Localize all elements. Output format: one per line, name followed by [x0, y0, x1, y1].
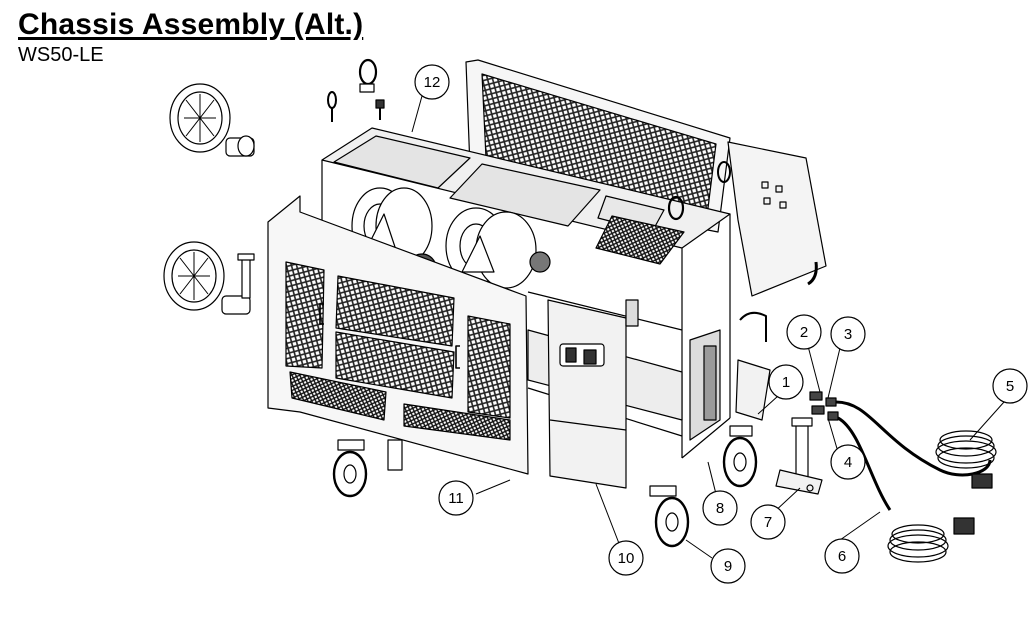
callout-label: 12 [424, 74, 441, 91]
callout-circle [786, 314, 822, 350]
callout-label: 11 [448, 490, 464, 507]
model-subtitle: WS50-LE [18, 44, 104, 66]
callout-circle [750, 504, 786, 540]
caster-front-right [649, 485, 690, 548]
callout-label: 9 [724, 558, 732, 575]
callout-circle [414, 64, 450, 100]
callout-circle [824, 538, 860, 574]
callout-circle [768, 364, 804, 400]
callout-label: 7 [764, 514, 772, 531]
callout-1: 1 [768, 364, 804, 400]
callout-circle [830, 316, 866, 352]
callout-label: 10 [618, 550, 635, 567]
cable-connectors [809, 391, 839, 421]
callout-label: 2 [800, 324, 808, 341]
caster-rear-right [722, 425, 758, 488]
callout-10: 10 [608, 540, 644, 576]
callout-circle [438, 480, 474, 516]
left-wheel-upper [169, 83, 255, 157]
coiled-cable-upper [835, 400, 997, 489]
leader-lines [411, 95, 1005, 559]
front-door-panel [547, 299, 639, 489]
callout-11: 11 [438, 480, 474, 516]
callout-7: 7 [750, 504, 786, 540]
callout-label: 8 [716, 500, 724, 517]
callout-label: 3 [844, 326, 852, 343]
caster-front-left [332, 439, 403, 498]
callout-label: 5 [1006, 378, 1014, 395]
callout-6: 6 [824, 538, 860, 574]
callout-circle [608, 540, 644, 576]
callout-5: 5 [992, 368, 1028, 404]
callout-circle [830, 444, 866, 480]
jack-stand [775, 417, 823, 495]
side-door-panel [727, 141, 827, 297]
chassis-frame [321, 127, 771, 459]
callout-circle [992, 368, 1028, 404]
callout-4: 4 [830, 444, 866, 480]
callout-9: 9 [710, 548, 746, 584]
callout-label: 6 [838, 548, 846, 565]
callout-circle [702, 490, 738, 526]
callout-2: 2 [786, 314, 822, 350]
callout-8: 8 [702, 490, 738, 526]
callout-3: 3 [830, 316, 866, 352]
callout-circle [710, 548, 746, 584]
front-mesh-panel [267, 195, 529, 475]
left-wheel-lower [163, 241, 255, 315]
lifting-eyebolts [327, 58, 731, 221]
callout-label: 4 [844, 454, 852, 471]
callout-label: 1 [782, 374, 790, 391]
callout-12: 12 [414, 64, 450, 100]
coiled-cable-lower [837, 416, 975, 563]
page-title: Chassis Assembly (Alt.) [18, 8, 364, 41]
